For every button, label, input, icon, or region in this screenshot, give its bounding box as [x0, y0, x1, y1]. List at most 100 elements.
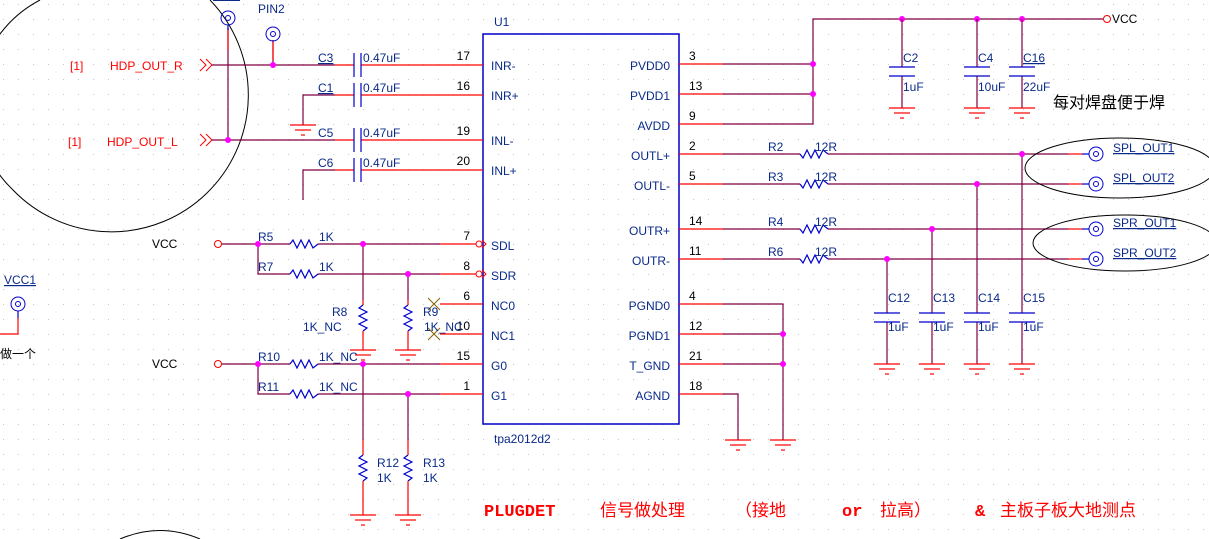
pad-label[interactable]: SPL_OUT2: [1113, 171, 1175, 185]
cap-ref: C3: [318, 51, 334, 65]
cap-value: 0.47uF: [363, 51, 400, 65]
power-port-icon: [214, 360, 222, 368]
pin-num: 15: [457, 349, 471, 363]
pin-name: OUTR+: [629, 224, 670, 238]
pin-name: INL-: [491, 134, 514, 148]
annotation-circle-left: [0, 0, 249, 233]
pad-label[interactable]: SPR_OUT1: [1113, 216, 1177, 230]
pin-num: 3: [689, 49, 696, 63]
pin-name: OUTL-: [634, 179, 670, 193]
power-port-icon: [1103, 15, 1111, 23]
ground-icon: [1009, 107, 1035, 119]
cap-value: 0.47uF: [363, 126, 400, 140]
pin-num: 6: [463, 289, 470, 303]
cap-ref: C15: [1023, 291, 1045, 305]
note-amp: &: [975, 503, 986, 522]
note-plugdet: PLUGDET: [484, 503, 555, 522]
pin-name: AVDD: [638, 119, 671, 133]
pin-num: 8: [463, 259, 470, 273]
annotation-ellipse-spr: [1032, 214, 1209, 272]
pin-name: PGND0: [629, 299, 671, 313]
pin-num: 19: [457, 124, 471, 138]
cap-ref: C6: [318, 156, 334, 170]
offpage-arrow-icon: [199, 133, 207, 147]
res-ref: R12: [377, 456, 399, 470]
pin-num: 18: [689, 379, 703, 393]
pin-name: PGND1: [629, 329, 671, 343]
cap-ref: C13: [933, 291, 955, 305]
ground-icon: [874, 363, 900, 375]
pin-name: OUTL+: [631, 149, 670, 163]
ground-icon: [889, 107, 915, 119]
offpage-arrow-icon: [205, 133, 213, 147]
cap-value: 0.47uF: [363, 81, 400, 95]
res-value: 1K: [319, 260, 334, 274]
note-or: or: [842, 503, 862, 522]
u1-refdes: U1: [494, 15, 510, 29]
pin-name: G1: [491, 389, 507, 403]
pad-label[interactable]: SPR_OUT2: [1113, 246, 1177, 260]
output-pads: [1088, 146, 1104, 267]
test-point-icon[interactable]: [265, 26, 281, 42]
pin-num: 5: [689, 169, 696, 183]
pin-num: 20: [457, 154, 471, 168]
ground-symbols: [290, 107, 1035, 526]
resistor-leads: [362, 300, 409, 515]
offpage-arrow-icon: [205, 58, 213, 72]
res-ref: R9: [423, 305, 439, 319]
res-ref: R5: [258, 230, 274, 244]
pin-num: 4: [689, 289, 696, 303]
ground-icon: [964, 107, 990, 119]
cap-ref: C4: [978, 51, 994, 65]
cap-ref: C1: [318, 81, 334, 95]
input-capacitors: [302, 53, 440, 200]
res-value: 12R: [815, 215, 837, 229]
hdp-l-sheet-ref: [1]: [68, 135, 81, 149]
pin-num: 13: [689, 79, 703, 93]
pin-name: INR-: [491, 59, 516, 73]
note-cn-1: 信号做处理: [600, 501, 685, 521]
pin-num: 7: [463, 229, 470, 243]
cap-value: 1uF: [1023, 320, 1044, 334]
cap-ref: C2: [903, 51, 919, 65]
cap-ref: C5: [318, 126, 334, 140]
output-wiring: [723, 148, 1089, 364]
cap-ref: C16: [1023, 51, 1045, 65]
res-ref: R3: [768, 170, 784, 184]
pin-name: INL+: [491, 164, 517, 178]
ground-icon: [964, 363, 990, 375]
hdp-l-net-label[interactable]: HDP_OUT_L: [107, 135, 178, 149]
ground-icon: [290, 124, 316, 136]
ground-icon: [395, 514, 421, 526]
res-ref: R4: [768, 215, 784, 229]
offpage-arrow-icon: [199, 58, 207, 72]
pin-num: 21: [689, 349, 703, 363]
res-ref: R11: [258, 380, 279, 394]
pin-name: NC0: [491, 299, 515, 313]
pin-name: SDR: [491, 269, 517, 283]
u1-left-pins: [440, 64, 487, 395]
cap-value: 22uF: [1023, 80, 1050, 94]
hdp-r-sheet-ref: [1]: [70, 59, 83, 73]
res-value: 12R: [815, 245, 837, 259]
res-value: 1K_NC: [303, 320, 342, 334]
cap-ref: C12: [888, 291, 910, 305]
pin-num: 10: [457, 319, 471, 333]
pin-num: 1: [463, 379, 470, 393]
pad-label[interactable]: SPL_OUT1: [1113, 141, 1175, 155]
vcc-label: VCC: [152, 237, 178, 251]
res-ref: R10: [258, 350, 280, 364]
pin-name: OUTR-: [632, 254, 670, 268]
res-ref: R6: [768, 245, 784, 259]
resistor-icons: [289, 238, 414, 482]
cap-value: 1uF: [903, 80, 924, 94]
res-value: 1K: [423, 471, 438, 485]
ground-icon: [350, 514, 376, 526]
cap-value: 10uF: [978, 80, 1005, 94]
ground-icon: [770, 439, 796, 451]
pin-name: PVDD0: [630, 59, 670, 73]
pin-name: PVDD1: [630, 89, 670, 103]
test-pin-label: PIN2: [258, 2, 285, 16]
hdp-r-net-label[interactable]: HDP_OUT_R: [110, 59, 183, 73]
